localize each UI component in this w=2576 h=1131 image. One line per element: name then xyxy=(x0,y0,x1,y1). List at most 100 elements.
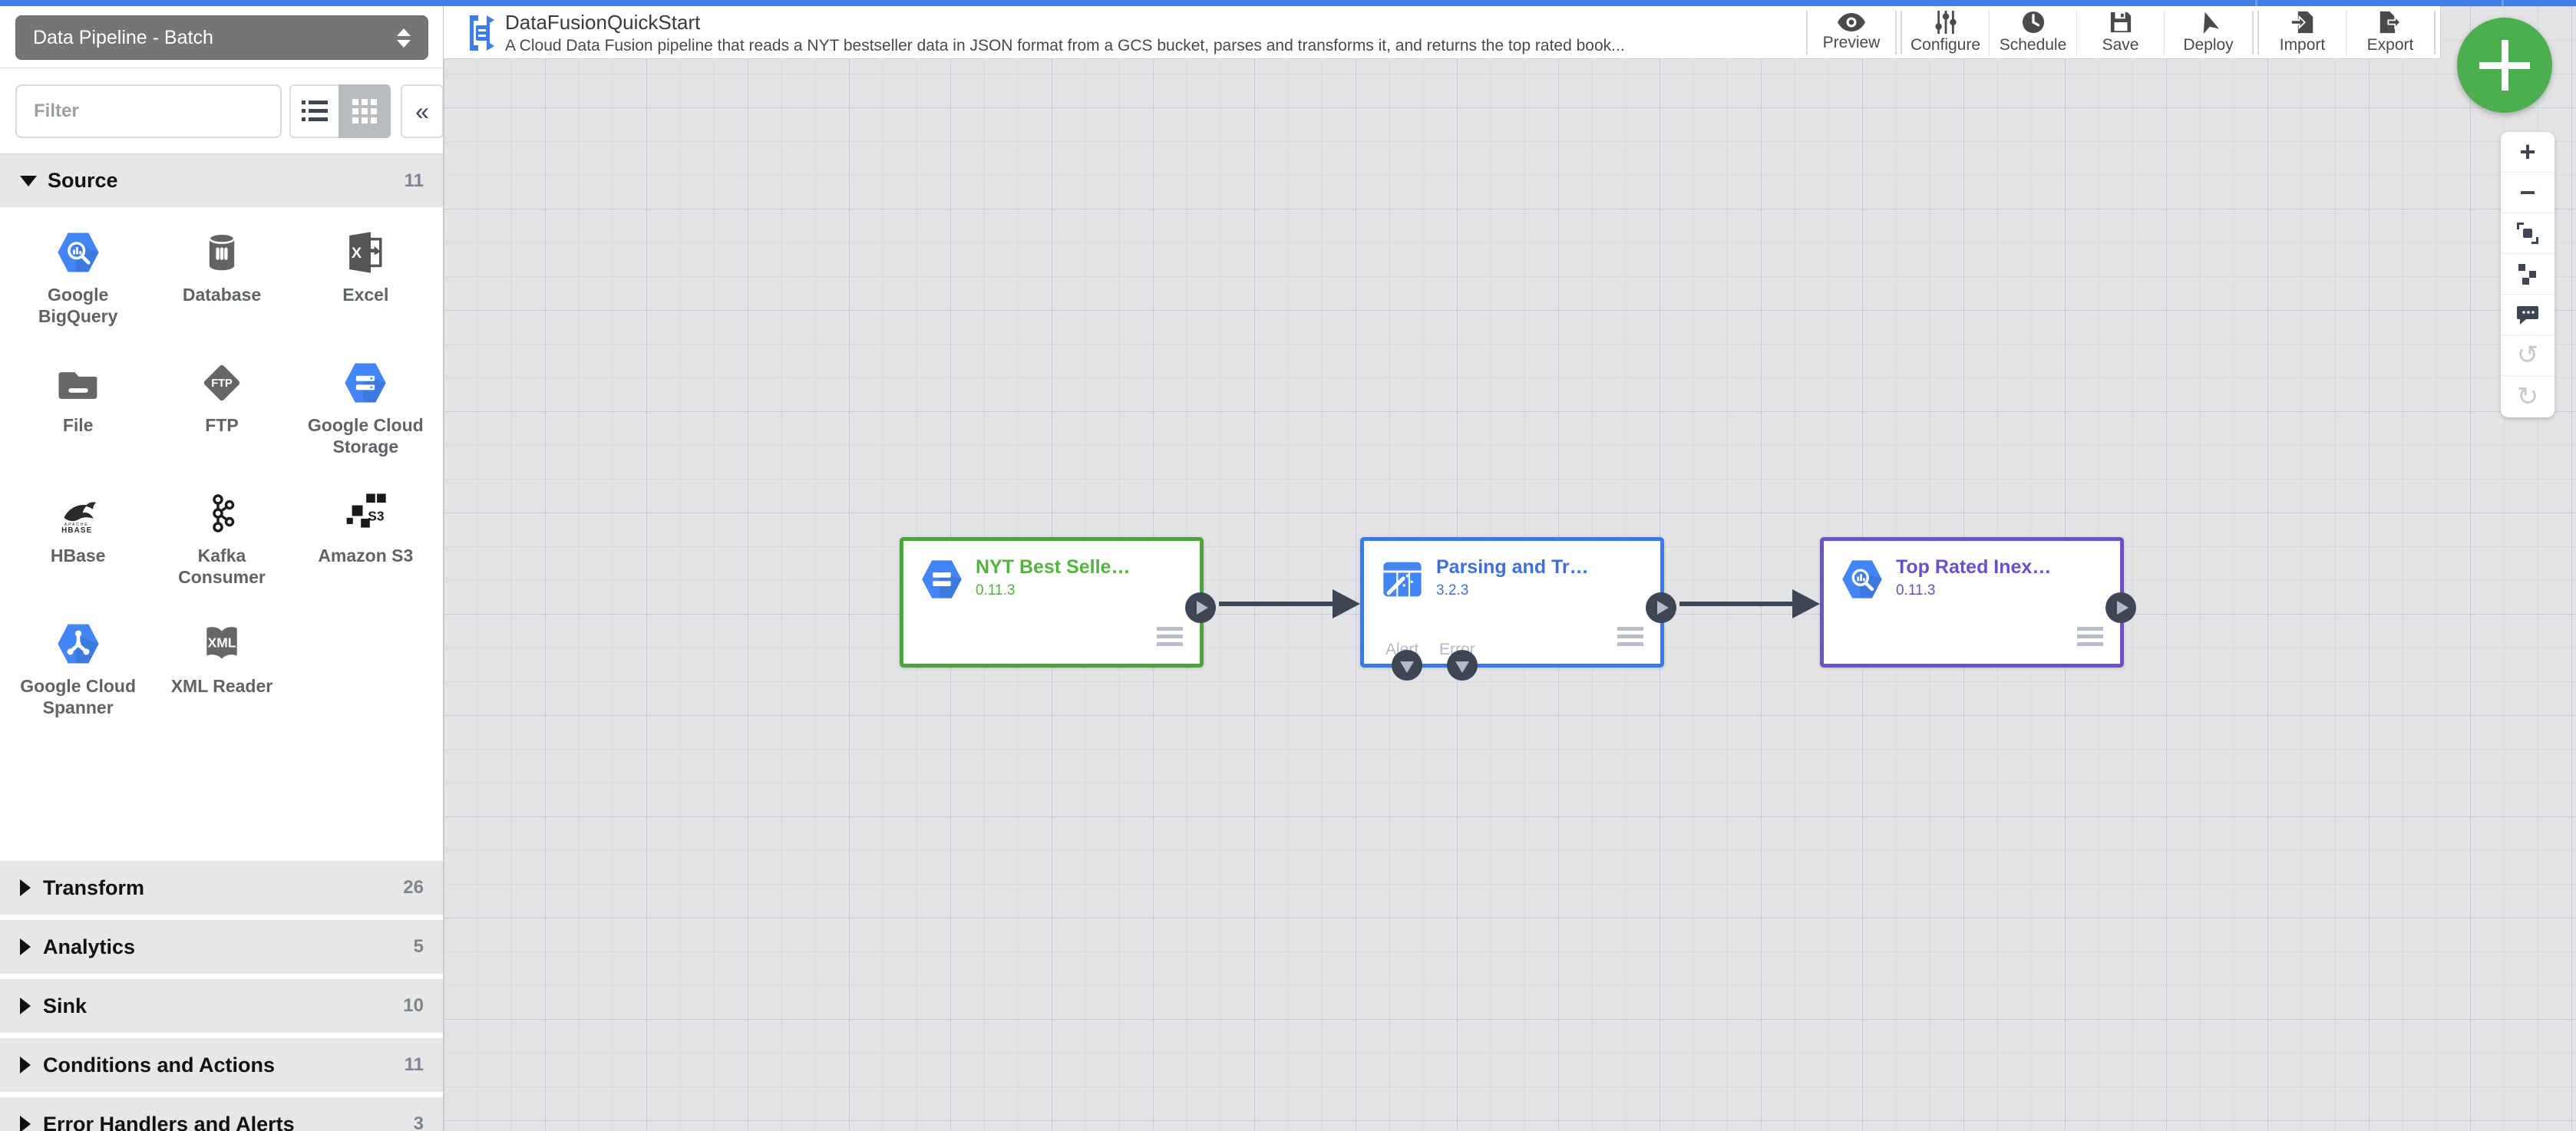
section-label: Sink xyxy=(43,994,88,1017)
plugin-excel[interactable]: X Excel xyxy=(294,230,438,361)
sidebar-section-error-handlers-and-alerts[interactable]: Error Handlers and Alerts 3 xyxy=(0,1097,443,1131)
caret-right-icon xyxy=(20,938,31,955)
svg-text:HBASE: HBASE xyxy=(61,526,92,535)
redo-button[interactable]: ↻ xyxy=(2516,381,2539,411)
import-button[interactable]: Import xyxy=(2259,11,2346,54)
plugin-google-bigquery[interactable]: Google BigQuery xyxy=(6,230,150,361)
svg-text:APACHE: APACHE xyxy=(64,523,89,527)
pipeline-title: DataFusionQuickStart xyxy=(505,11,701,34)
plugin-ftp[interactable]: FTP FTP xyxy=(150,361,293,491)
schedule-button[interactable]: Schedule xyxy=(1990,11,2077,54)
deploy-button[interactable]: Deploy xyxy=(2165,11,2252,54)
section-label: Conditions and Actions xyxy=(43,1053,275,1077)
save-button[interactable]: Save xyxy=(2077,11,2165,54)
sidebar-section-conditions-and-actions[interactable]: Conditions and Actions 11 xyxy=(0,1038,443,1092)
node-menu-button[interactable] xyxy=(1157,627,1183,650)
sidebar-section-sink[interactable]: Sink 10 xyxy=(0,979,443,1033)
wrangler-icon xyxy=(1381,558,1424,601)
plugin-google-cloud-storage[interactable]: Google Cloud Storage xyxy=(294,361,438,491)
comment-icon xyxy=(2517,306,2538,325)
undo-button[interactable]: ↺ xyxy=(2501,335,2555,376)
plugin-hbase[interactable]: APACHE HBASE HBase xyxy=(6,491,150,622)
plugin-kafka-consumer[interactable]: Kafka Consumer xyxy=(150,491,293,622)
plugin-label: XML Reader xyxy=(170,676,273,696)
select-updown-icon xyxy=(397,28,411,48)
node-version: 0.11.3 xyxy=(1896,582,1936,598)
sliders-icon xyxy=(1934,11,1957,34)
eye-icon xyxy=(1838,13,1865,31)
plugin-filter-input[interactable] xyxy=(15,84,282,138)
collapse-sidebar-button[interactable]: « xyxy=(401,84,443,138)
plugin-file[interactable]: File xyxy=(6,361,150,491)
plugin-google-cloud-spanner[interactable]: Google Cloud Spanner xyxy=(6,622,150,752)
top-accent-bar xyxy=(0,0,2576,6)
database-cylinder-icon xyxy=(200,230,244,275)
alert-port[interactable] xyxy=(1392,650,1422,681)
sidebar-section-analytics[interactable]: Analytics 5 xyxy=(0,920,443,974)
connection-line[interactable] xyxy=(1679,602,1794,606)
connection-arrowhead-icon xyxy=(1792,589,1820,618)
port-arrow-icon xyxy=(1196,601,1208,615)
section-label: Source xyxy=(48,169,118,192)
bigquery-hexagon-icon xyxy=(56,230,101,275)
section-label: Analytics xyxy=(43,935,136,958)
node-top-rated-inexpensive[interactable]: Top Rated Inex… 0.11.3 xyxy=(1820,537,2136,668)
list-view-button[interactable] xyxy=(289,84,340,138)
section-label: Error Handlers and Alerts xyxy=(43,1112,295,1131)
node-title: Parsing and Tr… xyxy=(1436,556,1589,578)
paper-plane-icon xyxy=(2203,12,2219,34)
section-count: 11 xyxy=(404,170,424,191)
excel-icon: X xyxy=(343,230,388,275)
zoom-in-button[interactable]: + xyxy=(2501,132,2555,173)
plugin-label: Excel xyxy=(342,285,389,305)
node-version: 3.2.3 xyxy=(1436,582,1469,598)
xml-book-icon: XML xyxy=(200,622,244,666)
plugin-label: Amazon S3 xyxy=(318,546,414,566)
sidebar-section-source[interactable]: Source 11 xyxy=(0,153,443,207)
section-label: Transform xyxy=(43,875,145,899)
error-port[interactable] xyxy=(1447,650,1478,681)
node-parsing-and-transform[interactable]: Parsing and Tr… 3.2.3 Alert Error xyxy=(1360,537,1676,681)
port-arrow-icon xyxy=(2116,601,2129,615)
bigquery-hexagon-icon xyxy=(1841,558,1884,601)
configure-button[interactable]: Configure xyxy=(1902,11,1990,54)
section-count: 11 xyxy=(404,1054,424,1075)
node-menu-button[interactable] xyxy=(1617,627,1643,650)
pipeline-type-select[interactable]: Data Pipeline - Batch xyxy=(15,15,428,60)
section-count: 5 xyxy=(413,936,424,957)
action-group-main: Configure Schedule Save xyxy=(1901,11,2254,54)
gcs-hexagon-icon xyxy=(343,361,388,405)
output-port[interactable] xyxy=(1185,592,1216,623)
node-menu-button[interactable] xyxy=(2077,627,2103,650)
floppy-icon xyxy=(2110,12,2131,33)
grid-view-button[interactable] xyxy=(339,84,391,138)
plugin-sidebar: Data Pipeline - Batch « Source 11 xyxy=(0,6,444,1131)
node-version: 0.11.3 xyxy=(976,582,1016,598)
connection-line[interactable] xyxy=(1219,602,1336,606)
export-button[interactable]: Export xyxy=(2346,11,2434,54)
sidebar-section-transform[interactable]: Transform 26 xyxy=(0,861,443,915)
node-nyt-best-sellers[interactable]: NYT Best Selle… 0.11.3 xyxy=(900,537,1216,668)
plugin-label: File xyxy=(62,415,94,435)
output-port[interactable] xyxy=(2105,592,2136,623)
pipeline-comments-button[interactable] xyxy=(2501,295,2555,335)
preview-button[interactable]: Preview xyxy=(1808,11,1895,54)
output-port[interactable] xyxy=(1646,592,1676,623)
folder-icon xyxy=(56,361,101,405)
cdap-logo xyxy=(461,14,496,56)
spanner-hexagon-icon xyxy=(56,622,101,666)
source-plugin-grid: Google BigQuery Database X xyxy=(0,207,443,861)
zoom-out-button[interactable]: − xyxy=(2501,173,2555,213)
port-arrow-down-icon xyxy=(1400,661,1414,673)
plugin-label: Google Cloud Spanner xyxy=(20,676,137,718)
align-plugins-button[interactable] xyxy=(2501,254,2555,295)
plugin-xml-reader[interactable]: XML XML Reader xyxy=(150,622,293,752)
fit-to-screen-button[interactable] xyxy=(2501,213,2555,254)
toolbar-actions: Preview Configure Schedule xyxy=(1802,6,2436,59)
add-entity-fab[interactable] xyxy=(2457,18,2552,113)
plugin-database[interactable]: Database xyxy=(150,230,293,361)
section-count: 3 xyxy=(413,1113,424,1131)
section-count: 26 xyxy=(403,877,424,898)
collapse-chevron-icon: « xyxy=(415,97,429,125)
plugin-amazon-s3[interactable]: S3 Amazon S3 xyxy=(294,491,438,622)
